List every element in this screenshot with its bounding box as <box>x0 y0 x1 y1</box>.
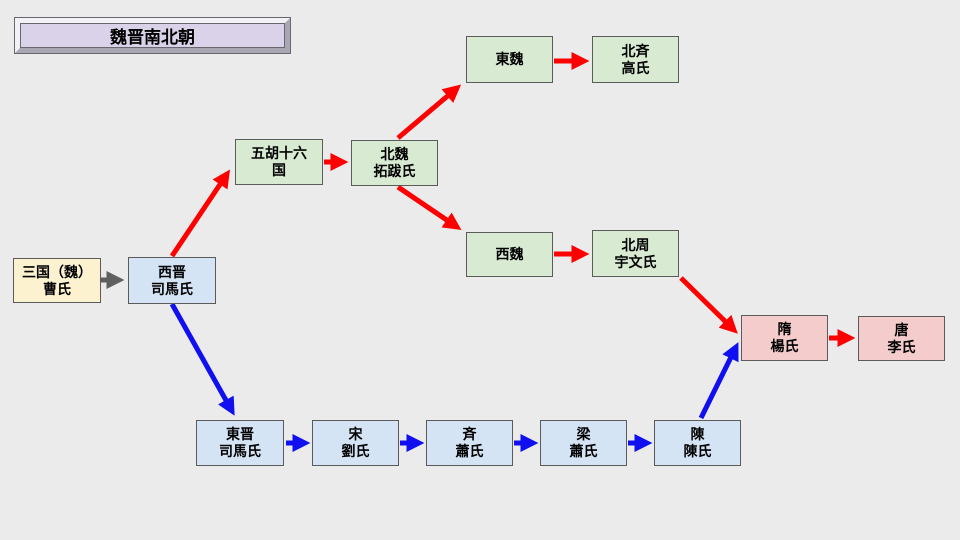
page-title: 魏晋南北朝 <box>20 23 285 48</box>
arrow-northernwei-to-easternwei <box>396 84 462 140</box>
node-sixteen-kingdoms: 五胡十六 国 <box>235 139 323 185</box>
node-liang: 梁 蕭氏 <box>540 420 627 466</box>
title-box: 魏晋南北朝 <box>14 17 291 54</box>
node-northern-zhou: 北周 宇文氏 <box>592 230 679 277</box>
node-sui: 隋 楊氏 <box>741 315 828 361</box>
node-eastern-wei: 東魏 <box>466 36 553 83</box>
node-northern-wei: 北魏 拓跋氏 <box>351 140 438 186</box>
node-western-jin: 西晋 司馬氏 <box>128 257 216 304</box>
arrow-westernjin-to-sixteenkingdoms <box>169 169 231 258</box>
node-southern-qi: 斉 蕭氏 <box>426 420 513 466</box>
node-liu-song: 宋 劉氏 <box>312 420 399 466</box>
arrow-northernzhou-to-sui <box>679 276 738 334</box>
arrow-westernjin-to-easternjin <box>169 302 235 416</box>
node-northern-qi: 北斉 高氏 <box>592 36 679 83</box>
arrow-chen-to-sui <box>698 342 739 420</box>
node-chen: 陳 陳氏 <box>654 420 741 466</box>
node-western-wei: 西魏 <box>466 232 553 277</box>
node-three-kingdoms-wei: 三国（魏） 曹氏 <box>13 258 101 303</box>
node-tang: 唐 李氏 <box>858 316 945 361</box>
arrow-northernwei-to-westernwei <box>396 184 462 231</box>
node-eastern-jin: 東晋 司馬氏 <box>196 420 284 466</box>
